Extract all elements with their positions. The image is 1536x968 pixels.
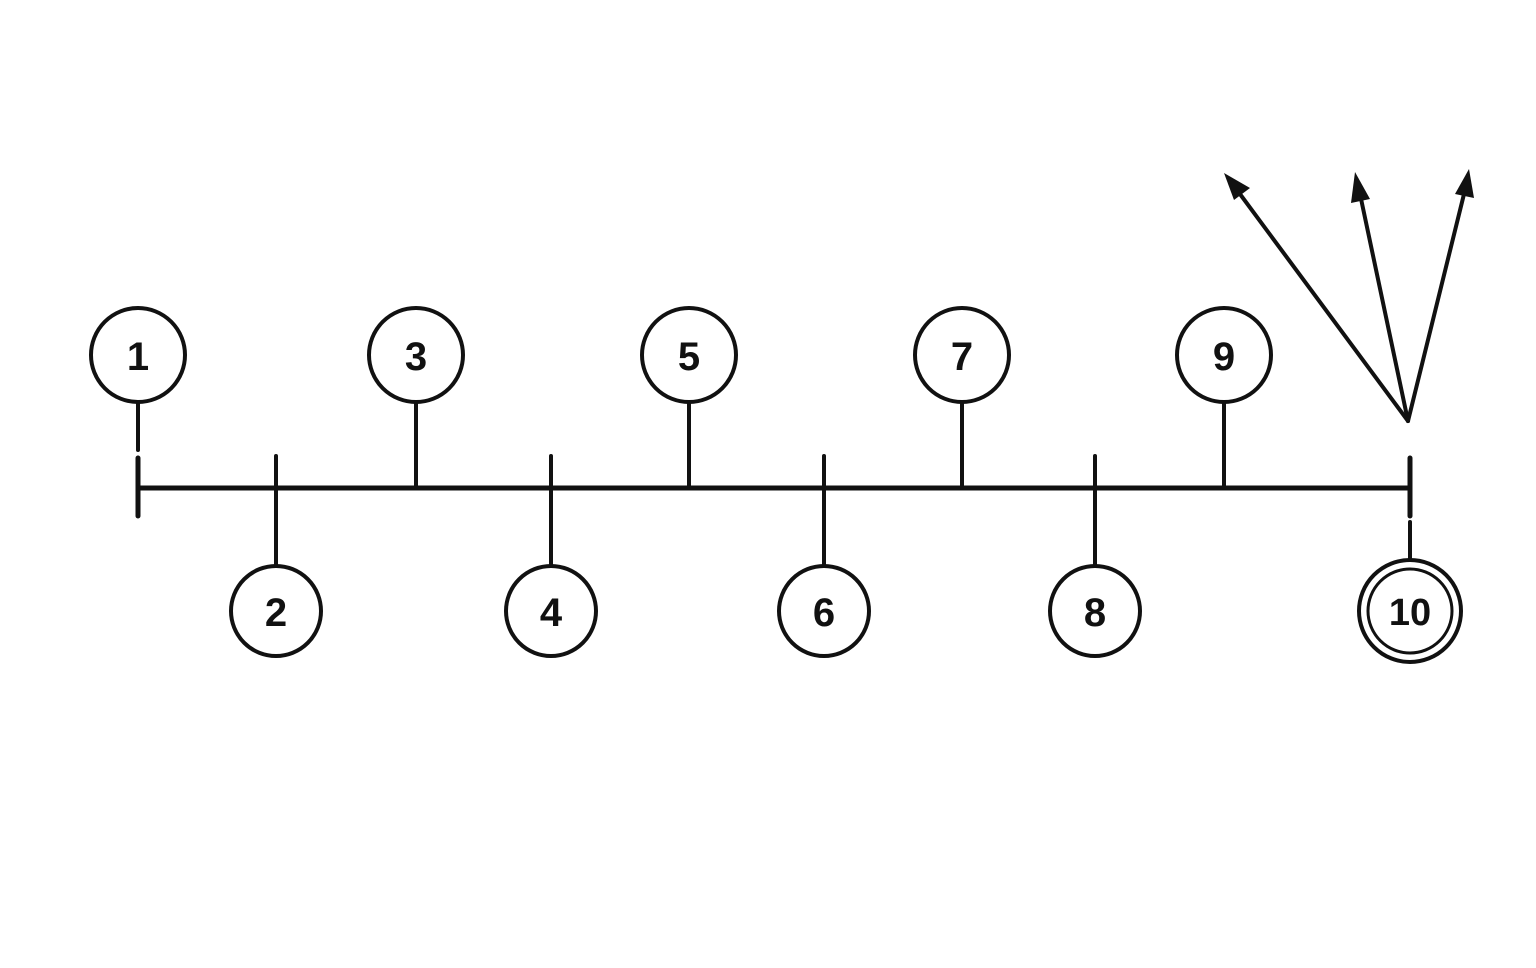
node-8-label: 8 [1084, 591, 1106, 635]
node-4-circle [504, 564, 598, 658]
node-6-circle [777, 564, 871, 658]
branch-arrow-right-head [1455, 169, 1474, 198]
node-1-label: 1 [127, 335, 149, 379]
branch-arrow-middle-head [1351, 172, 1370, 203]
branch-arrow-left-shaft [1235, 188, 1410, 423]
node-8-circle [1048, 564, 1142, 658]
node-6-label: 6 [813, 591, 835, 635]
branch-arrow-middle-shaft [1358, 192, 1410, 423]
node-5: 5 [640, 306, 738, 490]
node-3-circle [367, 306, 465, 404]
node-9-circle [1175, 306, 1273, 404]
node-3-label: 3 [405, 335, 427, 379]
branch-arrow-left-head [1224, 173, 1250, 200]
node-4-label: 4 [540, 591, 563, 635]
node-10: 10 [1357, 520, 1463, 664]
node-5-label: 5 [678, 335, 700, 379]
node-10-inner-circle [1366, 567, 1454, 655]
node-5-circle [640, 306, 738, 404]
node-2-label: 2 [265, 591, 287, 635]
node-2-circle [229, 564, 323, 658]
node-7-circle [913, 306, 1011, 404]
node-1: 1 [89, 306, 187, 452]
node-7: 7 [913, 306, 1011, 490]
node-3: 3 [367, 306, 465, 490]
node-7-label: 7 [951, 335, 973, 379]
branch-arrow-right-shaft [1406, 188, 1467, 423]
node-2: 2 [229, 454, 323, 658]
node-8: 8 [1048, 454, 1142, 658]
branch-arrows [1224, 169, 1474, 423]
node-6: 6 [777, 454, 871, 658]
node-9: 9 [1175, 306, 1273, 490]
node-9-label: 9 [1213, 335, 1235, 379]
node-4: 4 [504, 454, 598, 658]
node-10-label: 10 [1389, 592, 1431, 634]
node-1-circle [89, 306, 187, 404]
